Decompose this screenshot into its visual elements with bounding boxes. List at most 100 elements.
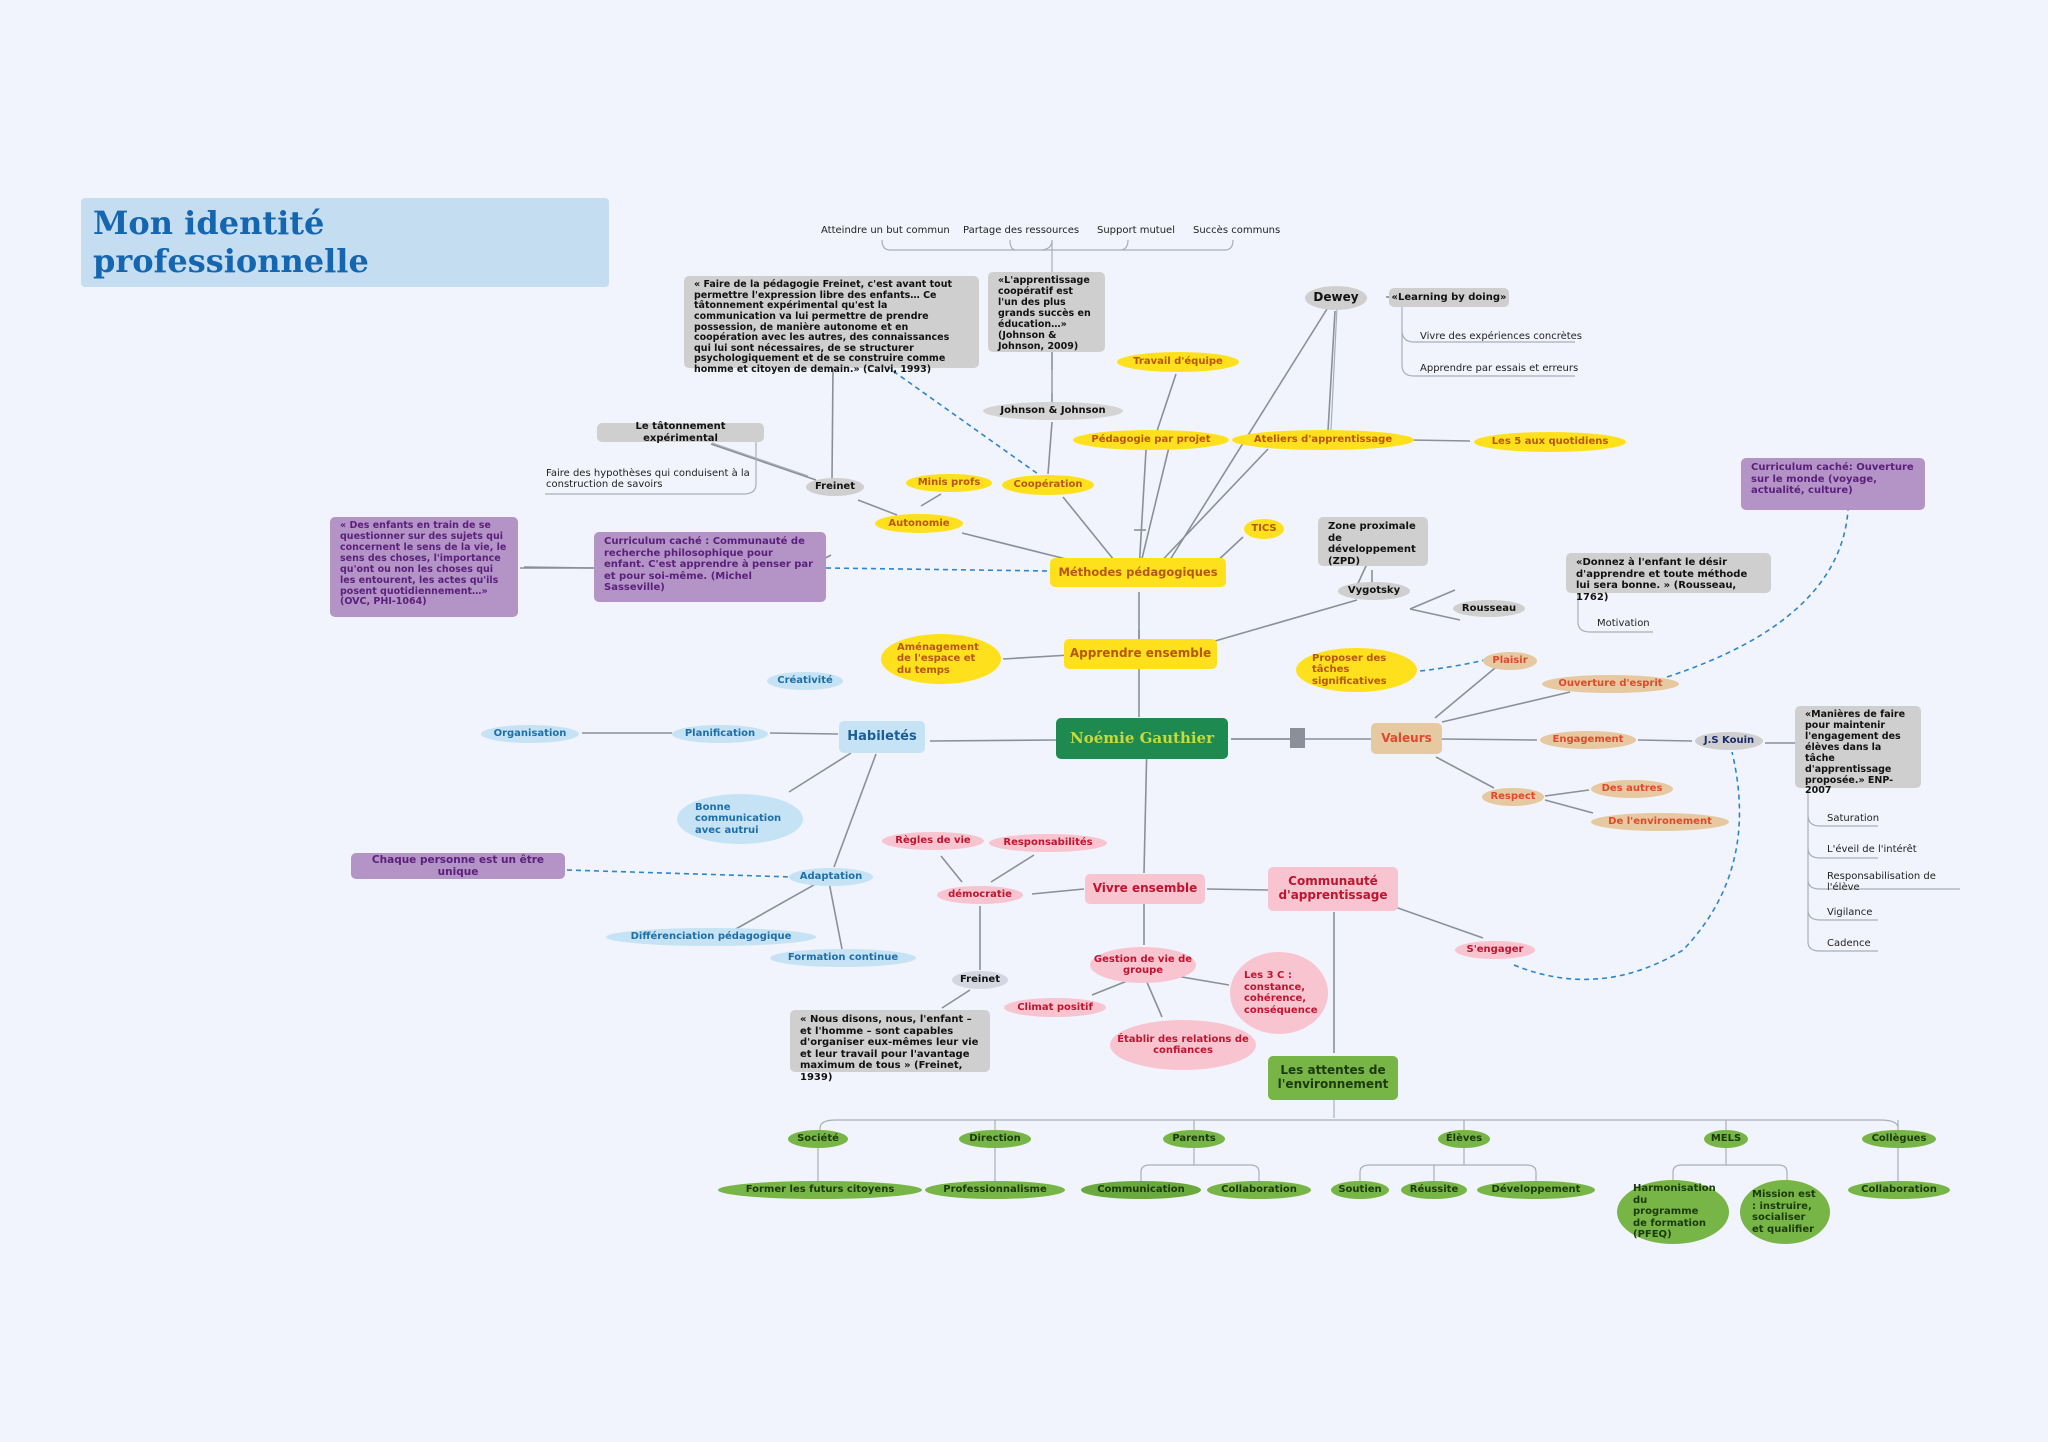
eleves-node[interactable]: Élèves: [1438, 1130, 1490, 1148]
communication-parents-node[interactable]: Communication: [1081, 1181, 1201, 1199]
central-topic[interactable]: Noémie Gauthier: [1056, 718, 1228, 759]
connector: [1544, 799, 1594, 814]
trois-c-node[interactable]: Les 3 C : constance, cohérence, conséque…: [1230, 952, 1328, 1034]
attentes-node[interactable]: Les attentes de l'environnement: [1268, 1056, 1398, 1100]
collegues-node[interactable]: Collègues: [1862, 1130, 1936, 1148]
kouin-item-4: Vigilance: [1827, 907, 1873, 919]
connector: [1151, 448, 1269, 572]
autonomie-node[interactable]: Autonomie: [875, 514, 963, 533]
ateliers-node[interactable]: Ateliers d'apprentissage: [1232, 430, 1414, 450]
freinet-calvi-quote: « Faire de la pédagogie Freinet, c'est a…: [684, 276, 979, 375]
societe-node[interactable]: Société: [788, 1130, 848, 1148]
johnson-node[interactable]: Johnson & Johnson: [983, 402, 1123, 420]
connector: [940, 855, 963, 883]
futurs-citoyens-node[interactable]: Former les futurs citoyens: [718, 1181, 922, 1199]
soutien-node[interactable]: Soutien: [1331, 1181, 1389, 1199]
freinet-vivre-node[interactable]: Freinet: [952, 971, 1008, 989]
tics-node[interactable]: TICS: [1244, 519, 1284, 539]
rousseau-quote: «Donnez à l'enfant le désir d'apprendre …: [1566, 553, 1771, 603]
harmonisation-node[interactable]: Harmonisation du programme de formation …: [1617, 1180, 1729, 1244]
essais-erreurs-label: Apprendre par essais et erreurs: [1420, 363, 1579, 375]
habiletes-node[interactable]: Habiletés: [839, 721, 925, 753]
connector: [769, 732, 839, 735]
cooperation-node[interactable]: Coopération: [1002, 475, 1094, 495]
amenagement-node[interactable]: Aménagement de l'espace et du temps: [881, 634, 1001, 684]
connector: [1138, 442, 1171, 572]
ouverture-node[interactable]: Ouverture d'esprit: [1542, 675, 1679, 693]
respect-node[interactable]: Respect: [1482, 788, 1544, 806]
connector: [1062, 496, 1119, 566]
creativite-node[interactable]: Créativité: [767, 672, 843, 690]
rousseau-node[interactable]: Rousseau: [1453, 600, 1525, 617]
tatonnement-node[interactable]: Le tâtonnement expérimental: [597, 421, 764, 444]
dewey-node[interactable]: Dewey: [1305, 286, 1367, 310]
connector: [1143, 739, 1148, 874]
communication-node[interactable]: Bonne communication avec autrui: [677, 794, 803, 844]
connector: [1214, 599, 1358, 642]
zpd-node: Zone proximale de développement (ZPD): [1318, 517, 1428, 567]
parents-node[interactable]: Parents: [1163, 1130, 1225, 1148]
taches-node[interactable]: Proposer des tâches significatives: [1296, 648, 1417, 692]
dashed-link: [825, 567, 1050, 572]
formation-node[interactable]: Formation continue: [770, 949, 916, 967]
regles-node[interactable]: Règles de vie: [882, 832, 984, 850]
connector: [1435, 756, 1495, 789]
collaboration-collegues-node[interactable]: Collaboration: [1848, 1181, 1950, 1199]
johnson-quote: «L'apprentissage coopératif est l'un des…: [988, 272, 1105, 352]
connector: [1031, 888, 1085, 895]
kouin-quote: «Manières de faire pour maintenir l'enga…: [1795, 706, 1921, 796]
vivre-ensemble-node[interactable]: Vivre ensemble: [1085, 874, 1205, 904]
freinet-methodes-node[interactable]: Freinet: [806, 478, 864, 496]
responsabilites-node[interactable]: Responsabilités: [989, 834, 1107, 852]
valeurs-node[interactable]: Valeurs: [1371, 723, 1442, 754]
sengager-node[interactable]: S'engager: [1455, 941, 1535, 959]
apprendre-ensemble-node[interactable]: Apprendre ensemble: [1064, 639, 1217, 669]
kouin-node[interactable]: J.S Kouin: [1695, 732, 1763, 750]
des-autres-node[interactable]: Des autres: [1591, 780, 1673, 798]
differenciation-node[interactable]: Différenciation pédagogique: [606, 928, 816, 946]
connector: [1155, 373, 1177, 435]
collapse-marker: [1290, 728, 1305, 748]
connector: [1441, 738, 1538, 741]
adaptation-node[interactable]: Adaptation: [789, 868, 873, 886]
learning-by-doing-node[interactable]: «Learning by doing»: [1389, 288, 1509, 307]
connector: [833, 753, 877, 868]
connector: [1002, 654, 1071, 660]
organisation-node[interactable]: Organisation: [481, 725, 579, 743]
methodes-pedagogiques-node[interactable]: Méthodes pédagogiques: [1050, 558, 1226, 587]
connector: [1409, 608, 1461, 621]
connector: [857, 499, 898, 516]
plaisir-node[interactable]: Plaisir: [1483, 652, 1537, 670]
pedagogie-projet-node[interactable]: Pédagogie par projet: [1073, 430, 1229, 450]
coop-item-3: Support mutuel: [1097, 225, 1175, 237]
tree-branch: [881, 239, 1234, 251]
collaboration-parents-node[interactable]: Collaboration: [1207, 1181, 1311, 1199]
climat-node[interactable]: Climat positif: [1004, 998, 1106, 1017]
mels-node[interactable]: MELS: [1704, 1130, 1748, 1148]
cinq-quotidiens-node[interactable]: Les 5 aux quotidiens: [1474, 432, 1626, 452]
professionnalisme-node[interactable]: Professionnalisme: [925, 1181, 1065, 1199]
communaute-node[interactable]: Communauté d'apprentissage: [1268, 867, 1398, 911]
connector: [929, 739, 1057, 742]
minis-profs-node[interactable]: Minis profs: [906, 474, 992, 492]
planification-node[interactable]: Planification: [672, 725, 768, 743]
relations-node[interactable]: Établir des relations de confiances: [1110, 1020, 1256, 1070]
engagement-node[interactable]: Engagement: [1540, 731, 1636, 749]
gestion-node[interactable]: Gestion de vie de groupe: [1090, 947, 1196, 983]
connector: [961, 532, 1071, 561]
reussite-node[interactable]: Réussite: [1401, 1181, 1467, 1199]
vygotsky-node[interactable]: Vygotsky: [1338, 582, 1410, 600]
connector: [920, 493, 942, 507]
mission-node[interactable]: Mission est : instruire, socialiser et q…: [1740, 1180, 1830, 1244]
kouin-item-1: Saturation: [1827, 813, 1880, 825]
dashed-link: [885, 365, 1039, 475]
connector: [831, 367, 834, 481]
connector: [1409, 589, 1456, 610]
travail-equipe-node[interactable]: Travail d'équipe: [1117, 352, 1239, 372]
direction-node[interactable]: Direction: [959, 1130, 1031, 1148]
environnement-node[interactable]: De l'environement: [1591, 813, 1729, 831]
democratie-node[interactable]: démocratie: [937, 886, 1023, 904]
ovc-quote: « Des enfants en train de se questionner…: [330, 517, 518, 617]
developpement-node[interactable]: Développement: [1477, 1181, 1595, 1199]
map-title: Mon identité professionnelle: [81, 198, 609, 287]
